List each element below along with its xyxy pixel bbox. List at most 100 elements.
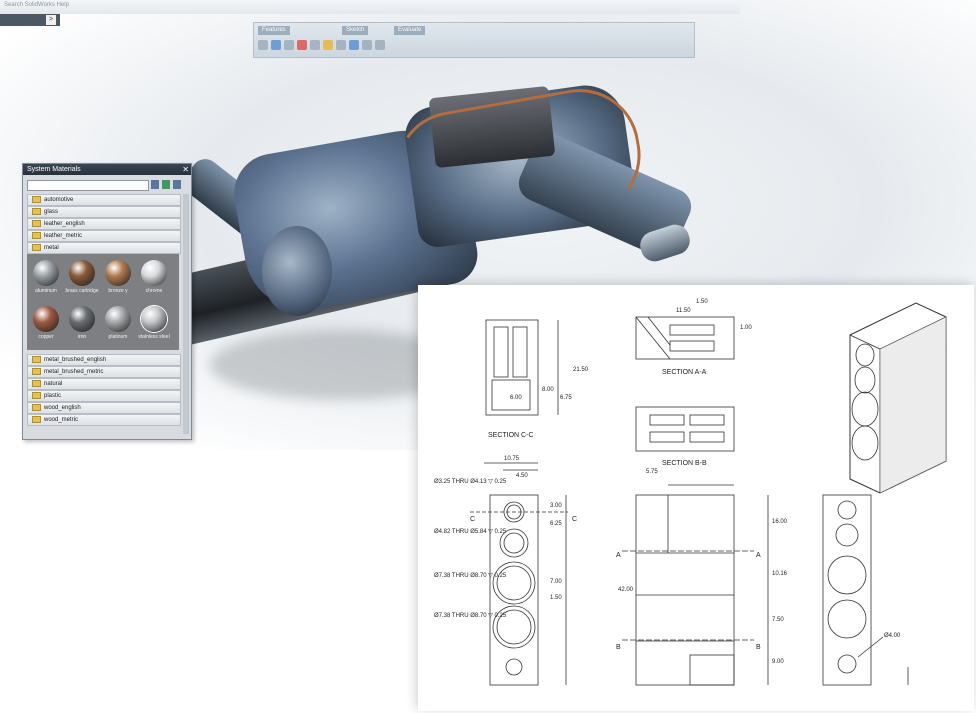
material-stainless-steel[interactable]: stainless steel xyxy=(137,306,171,340)
tab-evaluate[interactable]: Evaluate xyxy=(394,26,426,35)
folder-label: natural xyxy=(44,381,63,387)
view-settings-icon[interactable] xyxy=(349,40,359,50)
model-flange-disk[interactable] xyxy=(262,226,332,316)
folder-natural[interactable]: natural xyxy=(27,378,181,390)
folder-label: leather_english xyxy=(44,221,85,227)
folder-label: metal xyxy=(44,245,59,251)
material-aluminum[interactable]: aluminum xyxy=(29,260,63,294)
folder-plastic[interactable]: plastic xyxy=(27,390,181,402)
tab-features[interactable]: Features xyxy=(258,26,290,35)
material-label: aluminum xyxy=(35,288,57,294)
material-swatch xyxy=(69,306,95,332)
folder-icon xyxy=(32,355,41,363)
display-style-icon[interactable] xyxy=(310,40,320,50)
folder-glass[interactable]: glass xyxy=(27,206,181,218)
folder-leather-english[interactable]: leather_english xyxy=(27,218,181,230)
folder-icon xyxy=(32,391,41,399)
metal-materials-grid: aluminum brass cartridge bronze y chrome… xyxy=(27,254,179,350)
section-cc-outline xyxy=(485,319,539,416)
scene-icon[interactable] xyxy=(336,40,346,50)
hole-callout-1: Ø3.25 THRU Ø4.13 ▽ 0.25 xyxy=(434,479,507,485)
top-toolbar: > xyxy=(0,14,60,26)
hole-callout-right: Ø4.00 xyxy=(884,633,901,639)
panel-tool-icons xyxy=(151,180,181,189)
dim-7-00: 7.00 xyxy=(550,579,562,585)
folder-icon xyxy=(32,231,41,239)
material-swatch xyxy=(69,260,95,286)
section-bb-outline xyxy=(635,406,735,452)
rotate-icon[interactable] xyxy=(284,40,294,50)
dim-42-00: 42.00 xyxy=(618,587,634,593)
dim-7-50: 7.50 xyxy=(772,617,784,623)
material-label: iron xyxy=(77,334,87,340)
view-icon[interactable] xyxy=(258,40,268,50)
appearance-icon[interactable] xyxy=(323,40,333,50)
dim-10-16: 10.16 xyxy=(772,571,788,577)
close-icon[interactable]: ✕ xyxy=(182,165,189,174)
dim-4-50: 4.50 xyxy=(516,473,528,479)
panel-title-bar: System Materials ✕ xyxy=(23,164,191,175)
folder-metal[interactable]: metal xyxy=(27,242,181,254)
section-view-icon[interactable] xyxy=(297,40,307,50)
panel-scrollbar[interactable] xyxy=(183,194,189,434)
folder-icon xyxy=(32,195,41,203)
material-label: bronze y xyxy=(108,288,128,294)
folder-icon xyxy=(32,403,41,411)
side-view-outline xyxy=(635,494,735,686)
dim-6-25: 6.25 xyxy=(550,521,562,527)
material-swatch xyxy=(33,306,59,332)
search-icon[interactable] xyxy=(375,40,385,50)
tab-sketch[interactable]: Sketch xyxy=(342,26,369,35)
menu-bar-text: Search SolidWorks Help xyxy=(4,2,69,8)
folder-icon xyxy=(32,207,41,215)
folder-automotive[interactable]: automotive xyxy=(27,194,181,206)
dim-9-00: 9.00 xyxy=(772,659,784,665)
material-brass-cartridge[interactable]: brass cartridge xyxy=(65,260,99,294)
marker-b-right: B xyxy=(756,644,761,651)
material-bronze[interactable]: bronze y xyxy=(101,260,135,294)
material-label: stainless steel xyxy=(138,334,170,340)
dim-21-50: 21.50 xyxy=(573,367,589,373)
realview-icon[interactable] xyxy=(362,40,372,50)
material-platinum[interactable]: platinum xyxy=(101,306,135,340)
folder-icon xyxy=(32,367,41,375)
dropdown-icon[interactable] xyxy=(151,180,159,189)
menu-bar: Search SolidWorks Help xyxy=(0,0,740,14)
material-copper[interactable]: copper xyxy=(29,306,63,340)
zoom-icon[interactable] xyxy=(271,40,281,50)
section-aa-label: SECTION A-A xyxy=(662,369,707,376)
hole-callout-4: Ø7.38 THRU Ø8.70 ▽ 0.25 xyxy=(434,613,507,619)
panel-title: System Materials xyxy=(27,166,81,173)
marker-b-left: B xyxy=(616,644,621,651)
toolbar-icons xyxy=(258,40,385,53)
list-view-icon[interactable] xyxy=(173,180,181,189)
dim-3-00: 3.00 xyxy=(550,503,562,509)
folder-wood-english[interactable]: wood_english xyxy=(27,402,181,414)
expand-arrow-icon[interactable]: > xyxy=(46,15,56,25)
folder-wood-metric[interactable]: wood_metric xyxy=(27,414,181,426)
material-swatch xyxy=(33,260,59,286)
dim-6-75: 6.75 xyxy=(560,395,572,401)
dim-5-75: 5.75 xyxy=(646,469,658,475)
material-label: platinum xyxy=(108,334,128,340)
system-materials-panel: System Materials ✕ automotive glass leat… xyxy=(22,163,192,440)
folder-metal-brushed-english[interactable]: metal_brushed_english xyxy=(27,354,181,366)
folder-leather-metric[interactable]: leather_metric xyxy=(27,230,181,242)
material-chrome[interactable]: chrome xyxy=(137,260,171,294)
folder-label: leather_metric xyxy=(44,233,83,239)
material-label: chrome xyxy=(145,288,163,294)
hole-callout-2: Ø4.82 THRU Ø5.84 ▽ 0.25 xyxy=(434,529,507,535)
dim-1-50b: 1.50 xyxy=(550,595,562,601)
folder-label: metal_brushed_english xyxy=(44,357,107,363)
material-iron[interactable]: iron xyxy=(65,306,99,340)
section-aa-outline xyxy=(635,316,735,360)
material-swatch xyxy=(105,260,131,286)
marker-c-left: C xyxy=(470,516,475,523)
refresh-icon[interactable] xyxy=(162,180,170,189)
folder-label: glass xyxy=(44,209,59,215)
section-bb-label: SECTION B-B xyxy=(662,460,707,467)
material-search-input[interactable] xyxy=(27,180,149,191)
folder-metal-brushed-metric[interactable]: metal_brushed_metric xyxy=(27,366,181,378)
folder-icon xyxy=(32,219,41,227)
folder-label: metal_brushed_metric xyxy=(44,369,104,375)
